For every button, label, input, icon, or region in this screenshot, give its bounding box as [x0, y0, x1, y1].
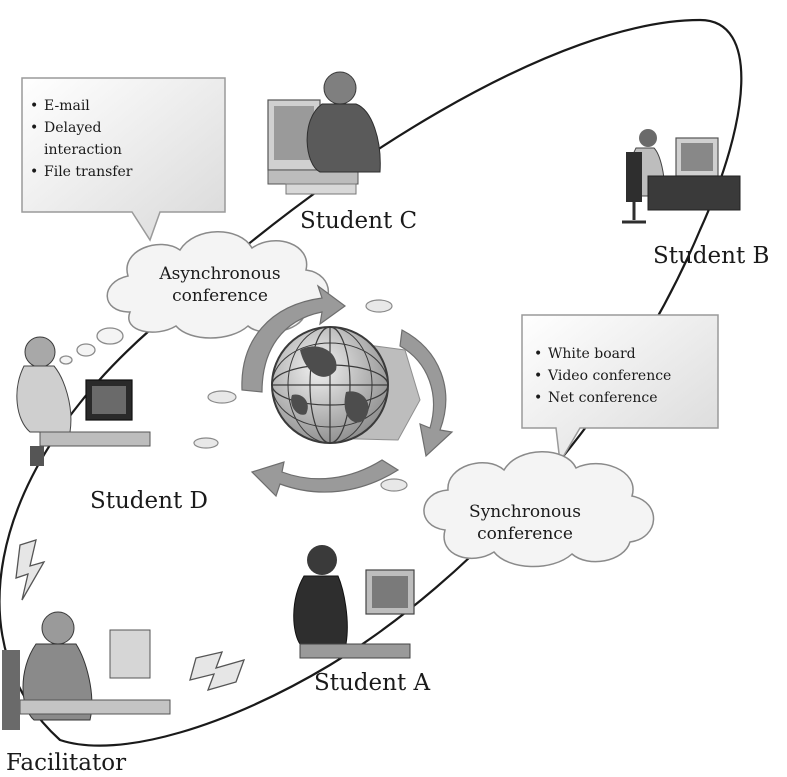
async-bullet-2-cont: interaction [44, 142, 122, 158]
label-facilitator: Facilitator [6, 750, 126, 776]
async-cloud-line1: Asynchronous [158, 264, 280, 284]
lightning-link-icon [15, 539, 246, 691]
asynchronous-cloud: Asynchronous conference [59, 231, 330, 365]
sync-cloud-line1: Synchronous [469, 502, 581, 522]
label-student-c: Student C [300, 208, 417, 234]
synchronous-cloud: Synchronous conference [423, 451, 655, 568]
label-student-b: Student B [653, 243, 769, 269]
label-student-d: Student D [90, 488, 208, 514]
async-bullet-3: •File transfer [30, 164, 133, 180]
student-c-figure [267, 71, 381, 195]
async-bullet-2: •Delayed [30, 120, 102, 136]
student-d-figure [16, 336, 151, 466]
student-b-figure [622, 129, 741, 224]
circulating-arrows [241, 284, 454, 498]
globe-icon [271, 326, 389, 444]
student-a-figure [293, 545, 415, 659]
sync-bullet-3: •Net conference [534, 390, 657, 406]
async-bullet-1: •E-mail [30, 98, 90, 114]
facilitator-figure [2, 611, 171, 730]
label-student-a: Student A [314, 670, 431, 696]
sync-bullet-1: •White board [534, 346, 636, 362]
synchronous-features-box: •White board •Video conference •Net conf… [521, 314, 719, 465]
network-center [193, 284, 454, 498]
sync-cloud-line2: conference [477, 524, 573, 544]
asynchronous-features-box: •E-mail •Delayed interaction •File trans… [21, 77, 226, 242]
async-cloud-line2: conference [172, 286, 268, 306]
sync-bullet-2: •Video conference [534, 368, 671, 384]
floating-ovals [193, 299, 408, 492]
